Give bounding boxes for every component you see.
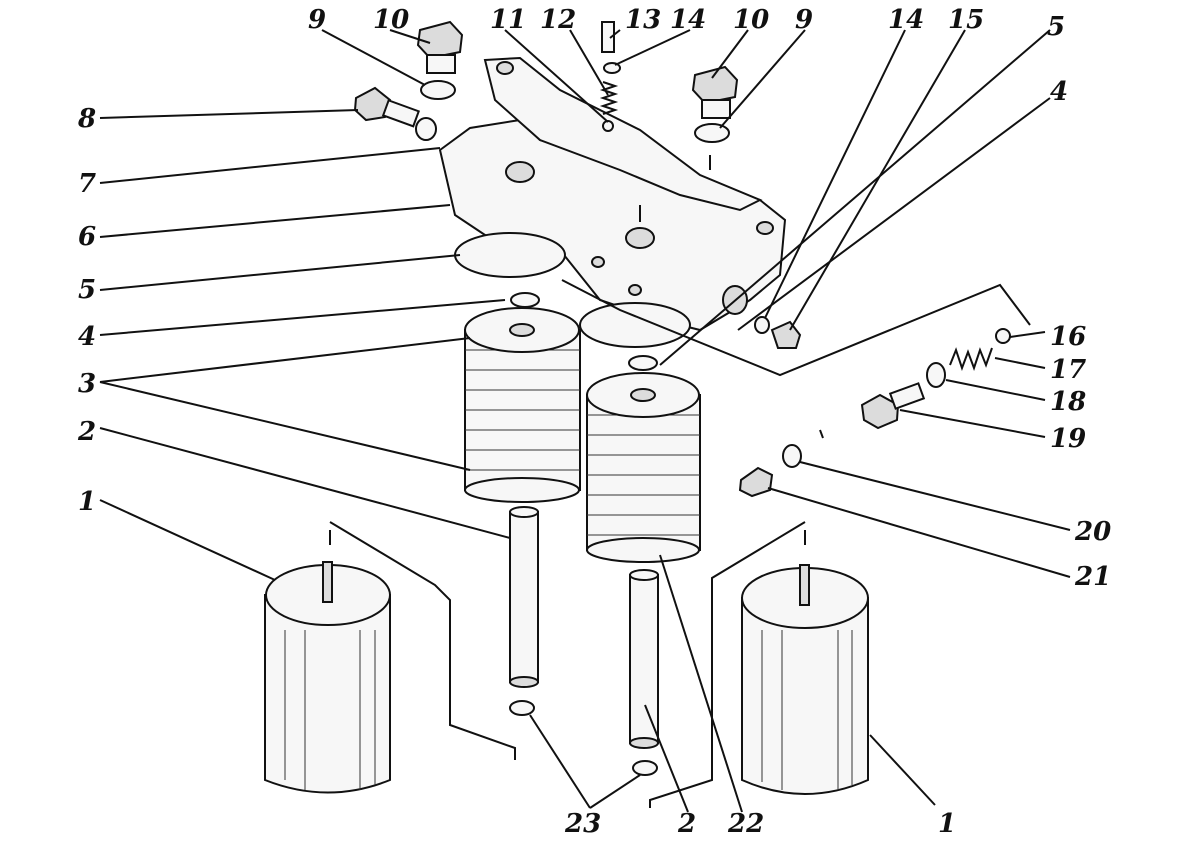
gasket-right (579, 302, 691, 348)
valve-screw (601, 21, 615, 53)
label-2-bottom: 2 (677, 809, 696, 839)
label-9-right: 9 (795, 5, 813, 35)
bypass-washer (926, 362, 946, 388)
label-3: 3 (78, 369, 96, 399)
union-bolt (353, 86, 420, 128)
bypass-ball (995, 328, 1011, 344)
label-14-right: 14 (888, 5, 924, 35)
filter-element-right (586, 372, 701, 563)
label-17: 17 (1050, 355, 1086, 385)
seal-ring-right (628, 355, 658, 371)
washer-left (420, 80, 456, 100)
bypass-spring (949, 347, 993, 371)
label-9-left: 9 (308, 5, 326, 35)
label-15: 15 (948, 5, 984, 35)
label-10-left: 10 (373, 5, 409, 35)
label-5-left: 5 (78, 275, 96, 305)
drain-plug-left (416, 20, 464, 74)
label-4-right: 4 (1050, 77, 1068, 107)
leader-lines (99, 29, 1071, 813)
label-21: 21 (1074, 562, 1111, 592)
label-20: 20 (1074, 517, 1111, 547)
label-1-left: 1 (78, 487, 96, 517)
label-14-top: 14 (670, 5, 706, 35)
label-18: 18 (1050, 387, 1086, 417)
plug-21 (738, 466, 774, 498)
filter-element-left (464, 307, 581, 503)
label-12: 12 (540, 5, 576, 35)
label-13: 13 (625, 5, 661, 35)
drain-plug-right (691, 65, 739, 119)
valve-ball-top (602, 120, 614, 132)
label-22: 22 (727, 809, 764, 839)
label-19: 19 (1050, 424, 1086, 454)
label-8: 8 (77, 104, 96, 134)
assembly-lines (329, 155, 1031, 808)
o-ring-right (632, 760, 658, 776)
bypass-plug (860, 382, 926, 430)
center-tube-right (629, 569, 659, 749)
label-23: 23 (564, 809, 601, 839)
seal-ring-left (510, 292, 540, 308)
label-10-right: 10 (733, 5, 769, 35)
o-ring-left (509, 700, 535, 716)
label-2-left: 2 (77, 417, 96, 447)
callout-labels: 1 1 2 2 3 4 4 5 5 6 7 8 9 9 10 10 11 12 … (77, 5, 1111, 839)
valve-spring-top (599, 81, 619, 115)
center-tube-left (509, 506, 539, 688)
filter-bowl-left (264, 561, 391, 794)
label-1-right: 1 (938, 809, 956, 839)
label-6: 6 (78, 222, 96, 252)
copper-washer (415, 117, 437, 141)
label-11: 11 (490, 5, 526, 35)
label-16: 16 (1050, 322, 1086, 352)
small-washer-right (754, 316, 770, 334)
filter-bowl-right (741, 564, 869, 795)
filter-housing-body (438, 56, 787, 332)
plug-screw-small (770, 320, 802, 349)
label-4-left: 4 (78, 322, 96, 352)
washer-right (694, 123, 730, 143)
washer-20 (782, 444, 802, 468)
label-7: 7 (78, 169, 96, 199)
gasket-left (454, 232, 566, 278)
label-5-right: 5 (1047, 12, 1065, 42)
